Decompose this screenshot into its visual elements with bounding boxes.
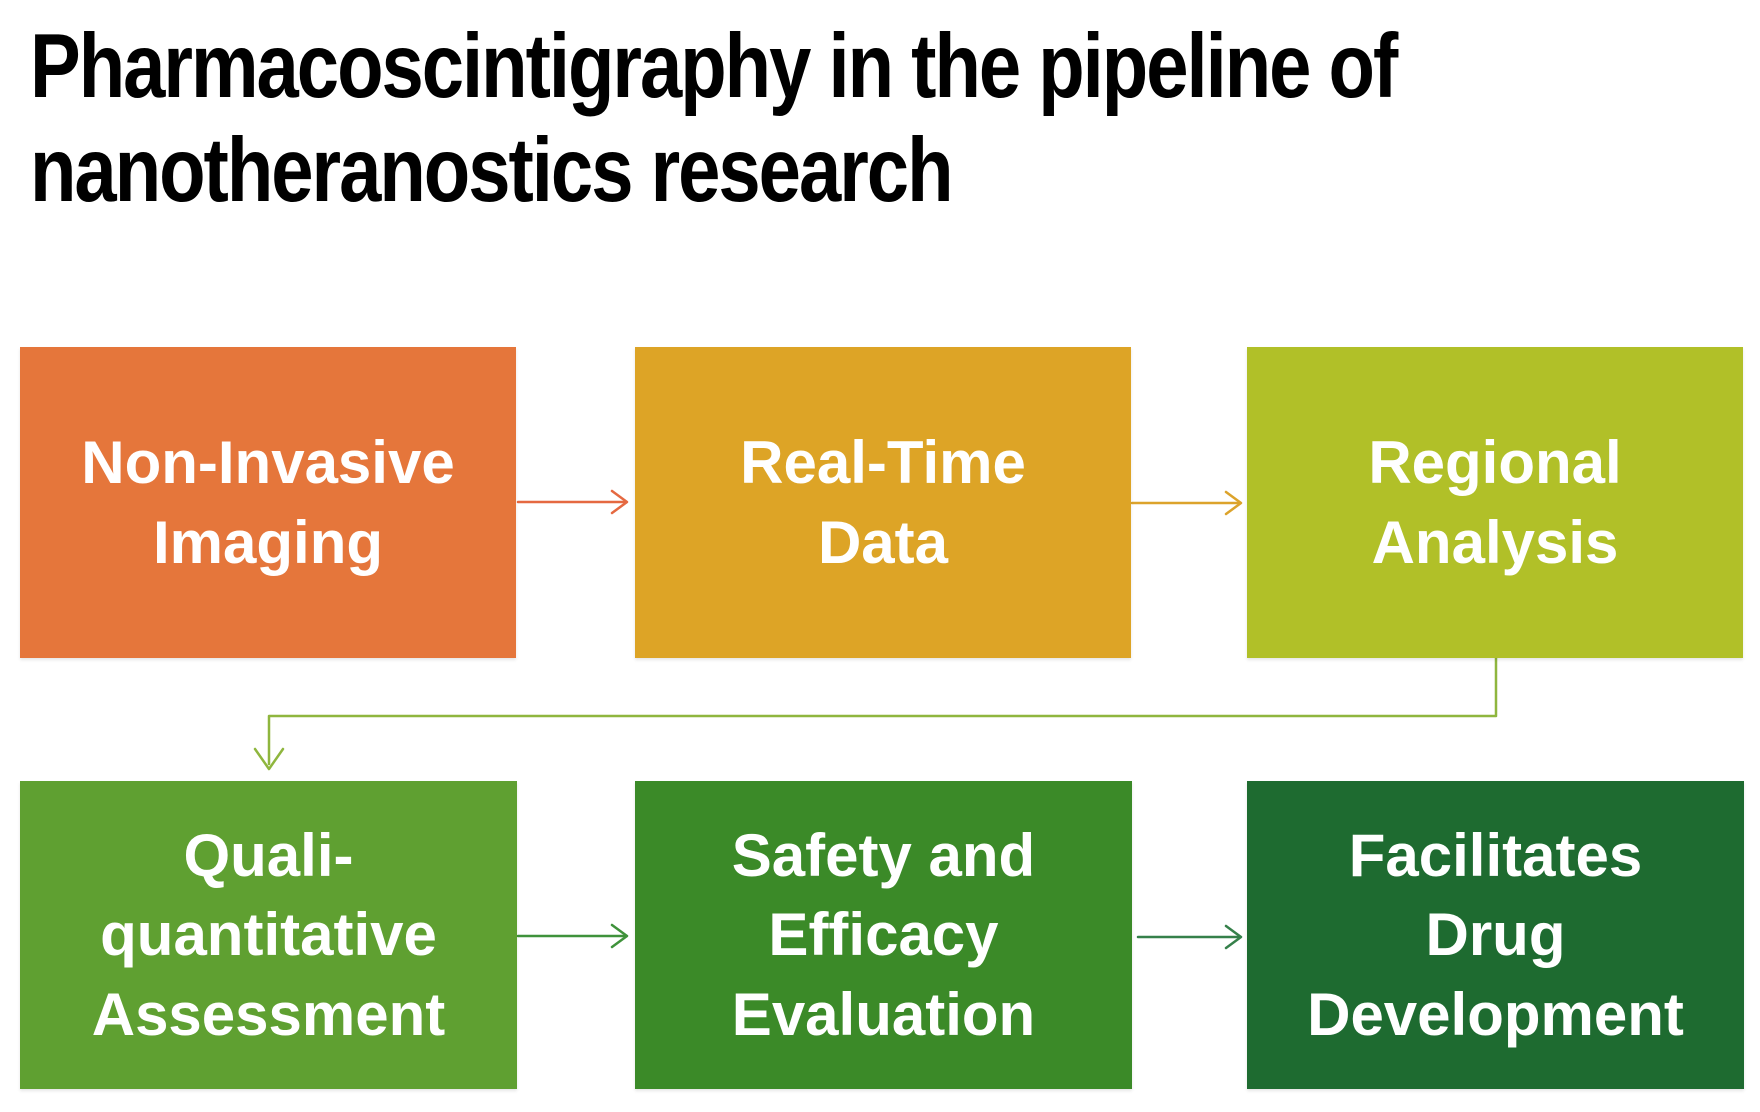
arrow-regional-to-quali-elbow-icon bbox=[253, 656, 1498, 771]
arrow-safety-to-facilitates-icon bbox=[1136, 924, 1243, 950]
arrow-quali-to-safety-icon bbox=[516, 923, 629, 949]
arrow-real-time-to-regional-icon bbox=[1130, 490, 1243, 516]
flow-box-label-safety-efficacy-evaluation: Safety and Efficacy Evaluation bbox=[731, 822, 1036, 1048]
flow-box-facilitates-drug-development: Facilitates Drug Development bbox=[1247, 781, 1744, 1089]
flow-box-non-invasive-imaging: Non-Invasive Imaging bbox=[20, 347, 516, 658]
flow-box-regional-analysis: Regional Analysis bbox=[1247, 347, 1743, 658]
flow-box-label-facilitates-drug-development: Facilitates Drug Development bbox=[1307, 822, 1684, 1048]
flow-box-label-regional-analysis: Regional Analysis bbox=[1368, 429, 1622, 576]
flow-box-safety-efficacy-evaluation: Safety and Efficacy Evaluation bbox=[635, 781, 1132, 1089]
flow-box-label-real-time-data: Real-Time Data bbox=[740, 429, 1026, 576]
slide-title: Pharmacoscintigraphy in the pipeline of … bbox=[30, 15, 1398, 223]
arrow-non-invasive-to-real-time-icon bbox=[516, 489, 629, 515]
flow-box-label-quali-quantitative-assessment: Quali- quantitative Assessment bbox=[91, 822, 446, 1048]
flow-box-label-non-invasive-imaging: Non-Invasive Imaging bbox=[81, 429, 455, 576]
flow-box-quali-quantitative-assessment: Quali- quantitative Assessment bbox=[20, 781, 517, 1089]
flow-box-real-time-data: Real-Time Data bbox=[635, 347, 1131, 658]
